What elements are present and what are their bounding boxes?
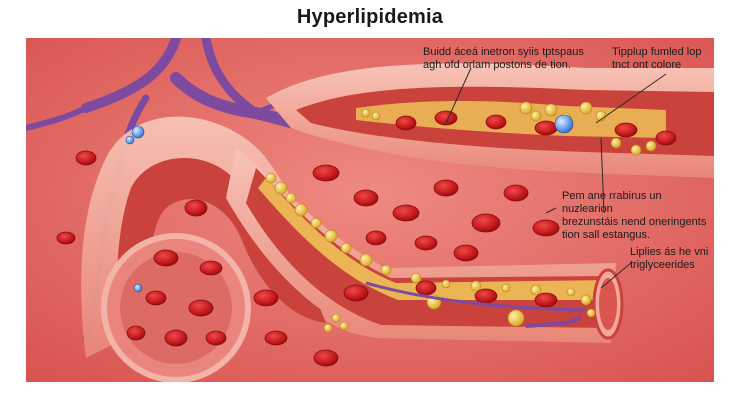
- artery-illustration: [26, 38, 714, 382]
- pointer-lines: [445, 67, 667, 289]
- purple-streak: [365, 281, 587, 312]
- annotation-middle-right: Pem ane rrabirus un nuzlearion brezunstá…: [562, 190, 707, 241]
- annotation-top-right: Tipplup fumled lop tnct ont colore: [612, 46, 702, 71]
- curved-vessel-lumen: [116, 158, 327, 343]
- red-blood-cells: [56, 110, 677, 367]
- plaque-layer-lower: [258, 178, 611, 300]
- annotation-bottom-right: Liplies ás he vni triglyceerides: [630, 246, 709, 271]
- diagram-title: Hyperlipidemia: [296, 6, 444, 28]
- annotation-top-left: Buidd áceá inetron syiis tptspaus agh of…: [423, 46, 584, 71]
- lipid-globules: [265, 101, 657, 333]
- blue-lipoprotein-particles: [125, 114, 574, 293]
